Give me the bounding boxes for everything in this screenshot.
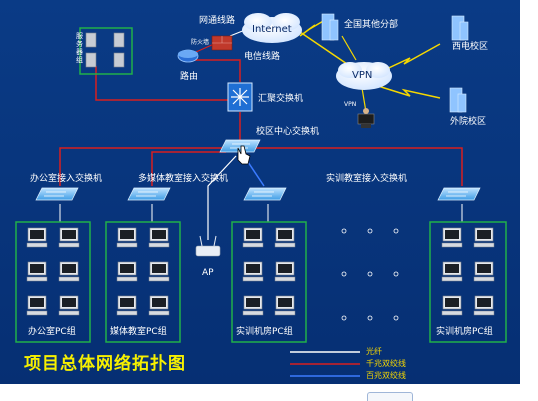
pc-icons — [26, 227, 495, 316]
vpn-user-icon — [357, 108, 375, 128]
office-group-label: 办公室PC组 — [28, 327, 76, 337]
telecom-line-label: 电信线路 — [244, 52, 281, 62]
pc-icon — [473, 295, 495, 316]
lab2-group-label: 实训机房PC组 — [436, 327, 493, 337]
pc-group-box-lab1 — [231, 221, 307, 343]
distribution-links — [59, 147, 463, 240]
pc-icon — [441, 261, 463, 282]
west-campus-label: 西电校区 — [452, 42, 489, 52]
router-label: 路由 — [180, 72, 199, 82]
media-switch-label: 多媒体教室接入交换机 — [138, 174, 229, 184]
firewall-icon — [211, 35, 233, 51]
pc-group-box-media — [105, 221, 181, 343]
wireless-ap-icon — [195, 235, 221, 257]
pc-icon — [441, 227, 463, 248]
network-line-label: 网通线路 — [199, 16, 236, 26]
pc-icon — [58, 227, 80, 248]
legend-100m-label: 百兆双绞线 — [366, 371, 406, 380]
pc-icon — [274, 227, 296, 248]
access-switch-icon-lab2 — [437, 187, 481, 201]
pc-icon — [473, 261, 495, 282]
core-switch-label: 校区中心交换机 — [256, 127, 320, 137]
firewall-label: 防火墙 — [191, 39, 210, 46]
pc-icon — [116, 295, 138, 316]
pc-icon — [148, 295, 170, 316]
bottom-tab-button[interactable] — [367, 392, 413, 401]
building-icon-west-campus — [451, 15, 469, 41]
pc-icon — [26, 227, 48, 248]
pc-icon — [116, 227, 138, 248]
training-switch-label: 实训教室接入交换机 — [326, 174, 408, 184]
hand-cursor-icon — [237, 145, 251, 165]
server-group-label: 服务器组 — [76, 32, 83, 64]
other-branches-label: 全国其他分部 — [344, 20, 399, 30]
lab1-group-label: 实训机房PC组 — [236, 327, 293, 337]
pc-icon — [26, 261, 48, 282]
pc-icon — [58, 261, 80, 282]
pc-icon — [441, 295, 463, 316]
internet-cloud-icon — [242, 13, 302, 43]
legend-gigabit-label: 千兆双绞线 — [366, 359, 406, 368]
office-switch-label: 办公室接入交换机 — [30, 174, 103, 184]
diagram-title: 项目总体网络拓扑图 — [24, 354, 186, 374]
pc-icon — [473, 227, 495, 248]
legend-fiber-label: 光纤 — [366, 347, 382, 356]
access-switch-icon-office — [35, 187, 79, 201]
ap-label: AP — [202, 268, 214, 278]
core-switch-icon — [219, 139, 261, 153]
access-switch-icon-lab1 — [243, 187, 287, 201]
router-icon — [177, 49, 199, 63]
outer-campus-label: 外院校区 — [450, 117, 487, 127]
pc-icon — [26, 295, 48, 316]
placeholder-dots — [341, 228, 399, 321]
aggregation-switch-label: 汇聚交换机 — [258, 94, 304, 104]
server-group — [79, 27, 133, 75]
vpn-small-label: VPN — [344, 101, 357, 108]
pc-icon — [116, 261, 138, 282]
media-group-label: 媒体教室PC组 — [110, 327, 167, 337]
aggregation-switch-icon — [227, 82, 253, 112]
pc-icon — [58, 295, 80, 316]
internet-label: Internet — [252, 24, 292, 35]
vpn-cloud-icon — [336, 62, 392, 90]
access-switch-icon-media — [127, 187, 171, 201]
building-icon-outer-campus — [449, 87, 467, 113]
pc-icon — [148, 227, 170, 248]
building-icon-branches — [321, 13, 339, 41]
pc-icon — [242, 227, 264, 248]
pc-icon — [274, 295, 296, 316]
pc-icon — [148, 261, 170, 282]
pc-group-box-lab2 — [429, 221, 507, 343]
pc-group-box-office — [15, 221, 91, 343]
pc-icon — [242, 295, 264, 316]
pc-icon — [242, 261, 264, 282]
pc-icon — [274, 261, 296, 282]
legend-lines — [290, 351, 360, 377]
vpn-cloud-label: VPN — [352, 70, 373, 81]
